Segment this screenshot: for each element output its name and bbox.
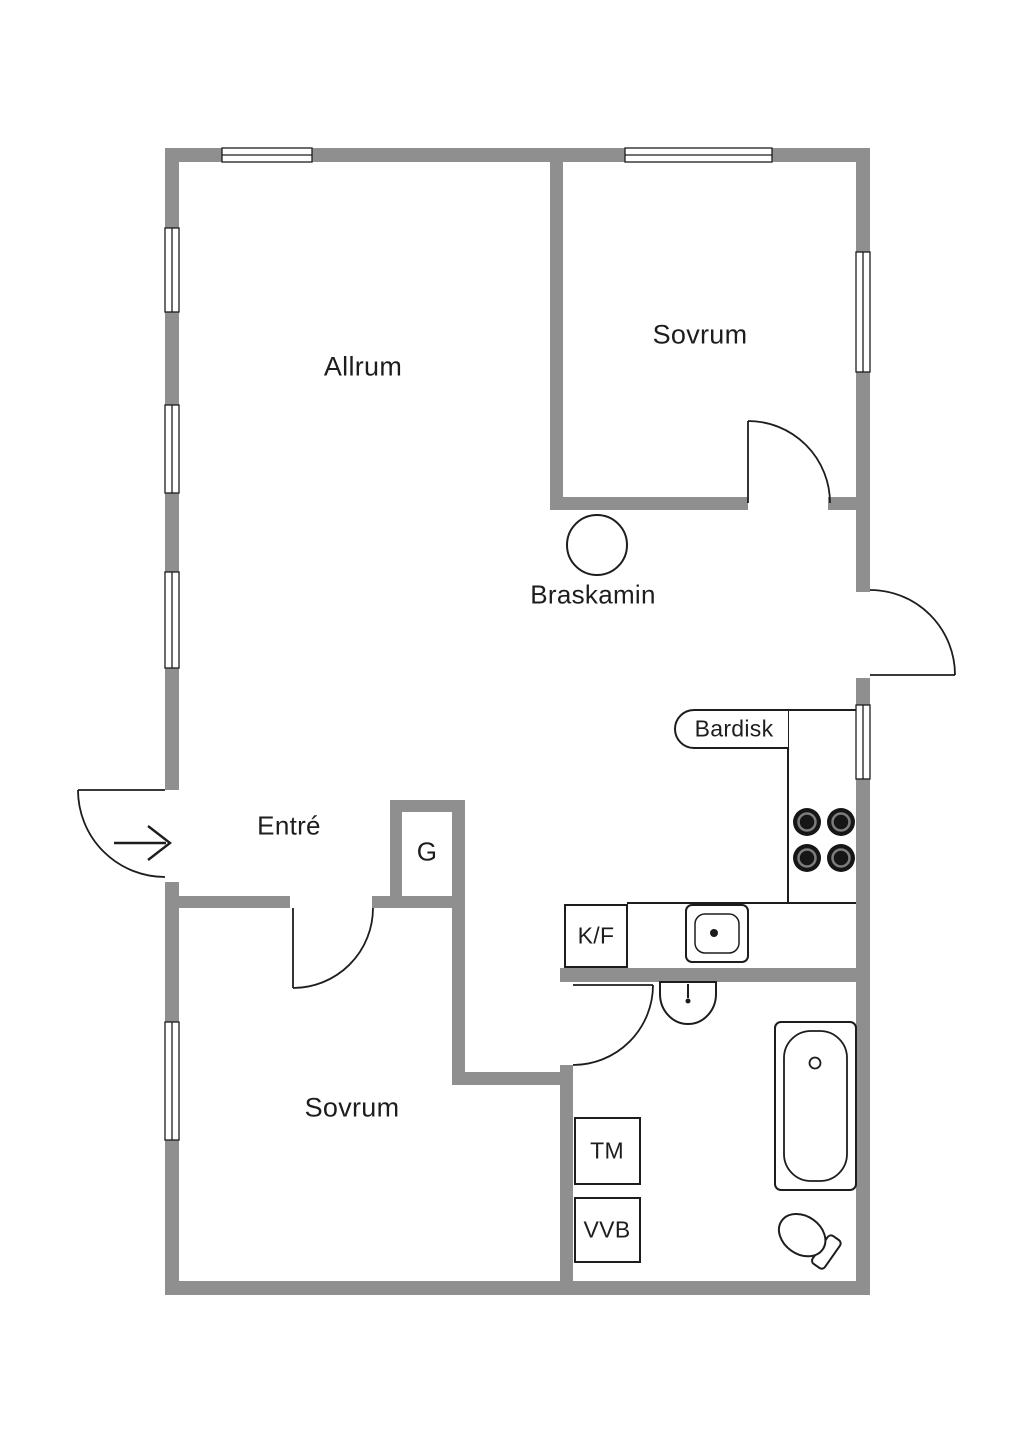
bar-counter-icon: [674, 709, 788, 749]
window: [164, 227, 180, 313]
outer-wall-right-lower: [856, 678, 870, 1295]
closet-right-wall: [452, 800, 465, 908]
closet-label: G: [416, 836, 438, 867]
window: [164, 1021, 180, 1141]
bathroom-sink-icon: [659, 981, 717, 1025]
window: [624, 147, 773, 163]
stove-burners-icon: [793, 808, 855, 872]
door-bathroom: [572, 984, 654, 1066]
bedroom1-left-wall: [550, 162, 563, 510]
entrance-arrow-icon: [114, 825, 172, 861]
door-bedroom2: [292, 907, 374, 989]
outer-wall-bottom: [165, 1281, 870, 1295]
window: [164, 571, 180, 669]
window: [164, 404, 180, 494]
room-label-allrum: Allrum: [323, 351, 403, 382]
fixture-label-bardisk: Bardisk: [694, 715, 774, 742]
closet-left-wall: [390, 800, 402, 908]
wood-stove-icon: [566, 514, 628, 576]
water-heater-icon: [574, 1197, 641, 1263]
hall-bottom-wall: [452, 1072, 573, 1085]
washing-machine-label: TM: [590, 1137, 624, 1164]
closet-top-wall: [390, 800, 465, 812]
window: [855, 704, 871, 780]
bathroom-top-wall: [560, 968, 856, 982]
window: [221, 147, 313, 163]
bathtub-icon: [774, 1021, 857, 1191]
hall-left-wall: [452, 896, 465, 1085]
entry-wall-left: [179, 896, 290, 908]
door-right-exterior: [869, 589, 956, 676]
bathroom-left-wall: [560, 1065, 573, 1281]
window: [855, 251, 871, 373]
fixture-label-braskamin: Braskamin: [530, 579, 656, 610]
washing-machine-icon: [574, 1117, 641, 1185]
toilet-icon: [777, 1212, 842, 1270]
windows: [164, 147, 871, 1141]
room-label-entre: Entré: [257, 810, 321, 841]
room-label-sovrum-bottom: Sovrum: [304, 1092, 400, 1123]
fridge-freezer-label: K/F: [577, 922, 615, 949]
bedroom1-bottom-wall-stub: [828, 497, 856, 510]
water-heater-label: VVB: [583, 1216, 631, 1243]
kitchen-sink-icon: [685, 904, 749, 963]
door-entrance: [77, 789, 166, 878]
entry-wall-right: [372, 896, 465, 908]
doors: [77, 420, 956, 1066]
bedroom1-bottom-wall: [550, 497, 748, 510]
fridge-freezer-icon: [564, 904, 628, 968]
room-label-sovrum-top: Sovrum: [652, 319, 748, 350]
door-bedroom1: [747, 420, 831, 504]
